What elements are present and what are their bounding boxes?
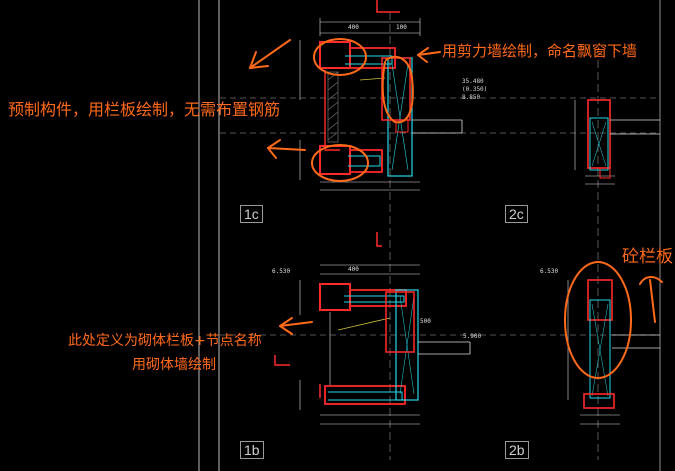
masonry-annotation-line2: 用砌体墙绘制	[132, 357, 216, 373]
shear-wall-annotation: 用剪力墙绘制，命名飘窗下墙	[442, 42, 638, 60]
elevation-top-a: 35.480	[462, 78, 484, 85]
dimension-500-1b: 500	[420, 318, 431, 325]
markup-strokes	[249, 38, 663, 379]
masonry-annotation-line1: 此处定义为砌体栏板+节点名称	[68, 333, 262, 349]
concrete-parapet-annotation: 砼栏板	[622, 247, 673, 267]
dimension-100-1c: 100	[396, 24, 407, 31]
prefab-annotation: 预制构件，用栏板绘制，无需布置钢筋	[8, 100, 281, 119]
detail-2b-drawing	[567, 279, 660, 425]
dimension-400-1b: 400	[348, 266, 359, 273]
detail-tag-1b: 1b	[240, 441, 264, 459]
detail-1b-drawing	[274, 232, 471, 425]
elevation-2b-left: 6.530	[540, 268, 559, 275]
elevation-top-c: 8.850	[462, 94, 481, 101]
detail-tag-2c: 2c	[505, 205, 528, 223]
elevation-1b-left: 6.530	[272, 268, 291, 275]
detail-1c-drawing	[299, 0, 463, 191]
elevation-top-b: (0.350)	[462, 86, 488, 93]
dimension-400-1c: 400	[348, 24, 359, 31]
detail-2c-drawing	[574, 99, 660, 185]
detail-tag-2b: 2b	[505, 441, 529, 459]
elevation-1b-right: 5.900	[463, 333, 482, 340]
detail-tag-1c: 1c	[240, 205, 263, 223]
